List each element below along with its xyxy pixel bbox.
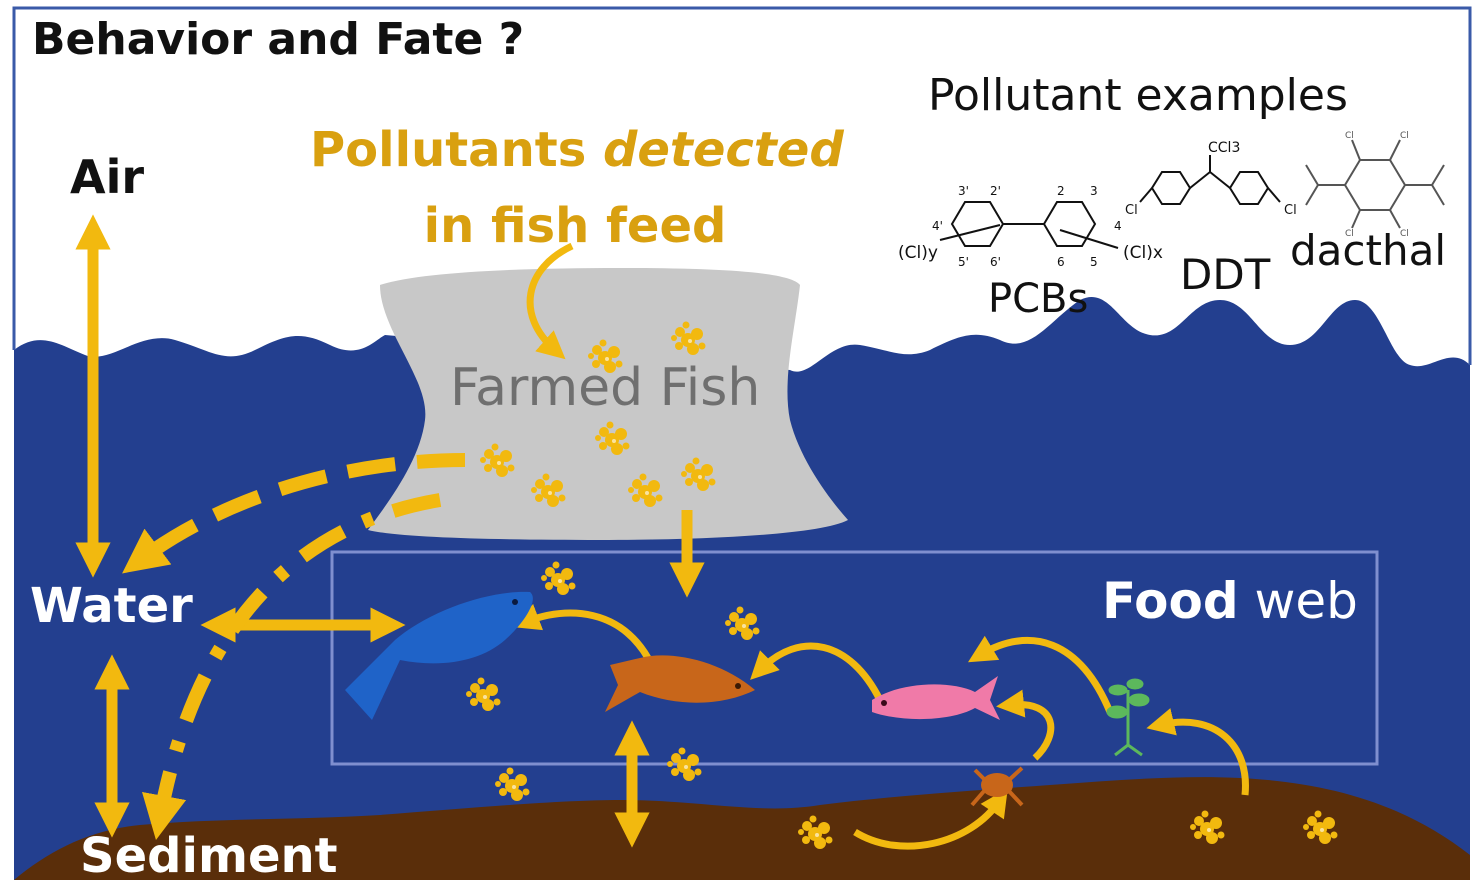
pcb-num-3: 3 [1090,184,1098,198]
water-label: Water [30,578,193,634]
sediment-label: Sediment [80,828,338,884]
dacthal-cl-2: Cl [1400,131,1409,141]
dacthal-label: dacthal [1290,226,1446,275]
in-fish-feed-text: in fish feed [423,198,727,254]
pcb-num-3p: 3' [958,184,969,198]
plant-icon [1106,678,1150,757]
dacthal-structure [1305,139,1445,229]
fish-icon [345,591,533,720]
trophic-arrow-crab-to-pink [996,689,1055,761]
pcb-num-5p: 5' [958,255,969,269]
air-label: Air [70,150,145,204]
sediment-layer [14,777,1470,880]
pcb-num-2: 2 [1057,184,1065,198]
ddt-structure [1139,155,1281,205]
feed-arrow [526,242,574,360]
food-web-box [330,550,1379,766]
detected-word: detected [602,122,844,178]
sky-border [12,6,1472,365]
dacthal-cl-1: Cl [1345,131,1354,141]
pcbs-label: PCBs [988,276,1089,322]
dacthal-cl-4: Cl [1400,229,1409,239]
pcb-num-5: 5 [1090,255,1098,269]
food-web-label: Food web [1102,572,1358,630]
pcb-num-4: 4 [1114,219,1122,233]
diagram-title: Behavior and Fate ? [32,14,525,65]
ddt-top-label: CCl3 [1208,140,1240,156]
trophic-arrow-sediment-to-plant [1146,708,1249,796]
pcb-num-4p: 4' [932,219,943,233]
dashed-arrow-to-water [122,453,466,574]
web-word: web [1238,572,1358,630]
pcb-num-6p: 6' [990,255,1001,269]
pcb-num-2p: 2' [990,184,1001,198]
pollutants-detected-label: Pollutants detected in fish feed [310,112,844,264]
dacthal-cl-3: Cl [1345,229,1354,239]
ddt-label: DDT [1180,250,1271,299]
pcb-left-label: (Cl)y [898,243,938,263]
trophic-arrow-plant-to-pink [967,635,1114,714]
fish-icon [872,676,1000,720]
farmed-fish-label: Farmed Fish [450,358,761,418]
crab-icon [970,766,1024,807]
pcb-right-label: (Cl)x [1123,243,1163,263]
pcb-num-6: 6 [1057,255,1065,269]
trophic-arrow-sediment-to-crab [853,788,1008,850]
ddt-cl-right: Cl [1284,203,1297,218]
structure-labels: (Cl)y (Cl)x CCl3 Cl Cl Cl Cl Cl Cl 3' 2'… [898,131,1409,269]
pcb-structure [939,201,1119,249]
fish-icon [605,655,755,712]
food-word: Food [1102,572,1239,630]
trophic-arrow-pink-to-orange [750,642,884,702]
ddt-cl-left: Cl [1125,203,1138,218]
pollutants-word: Pollutants [310,122,603,178]
water-body [14,296,1470,880]
pollutant-examples-heading: Pollutant examples [928,70,1348,121]
trophic-arrow-orange-to-blue [511,603,652,660]
